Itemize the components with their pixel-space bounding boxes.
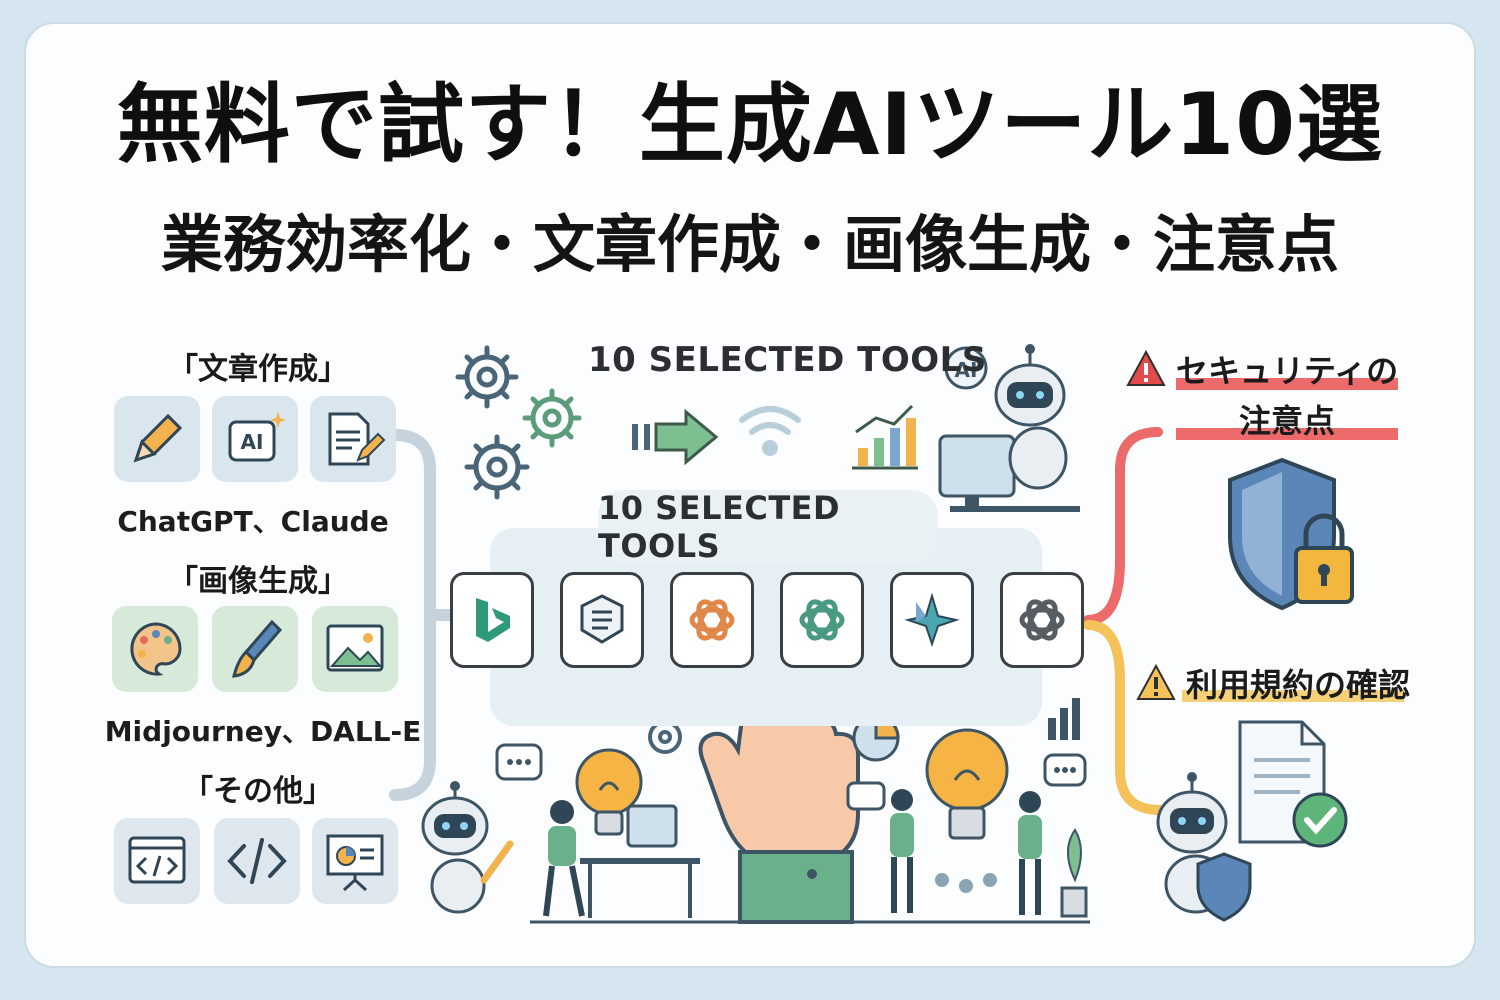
selected-tools-panel-label: 10 SELECTED TOOLS: [598, 489, 938, 565]
category-label-other: 「その他」: [183, 774, 333, 809]
svg-text:AI: AI: [241, 430, 264, 454]
page-subtitle: 業務効率化・文章作成・画像生成・注意点: [160, 208, 1339, 281]
selected-tools-top-label: 10 SELECTED TOOLS: [588, 340, 987, 380]
gemini-icon[interactable]: [890, 572, 974, 668]
code-icon: [214, 818, 300, 904]
security-warning-subtitle: 注意点: [1238, 402, 1335, 440]
presentation-icon: [312, 818, 398, 904]
image-icon: [312, 606, 398, 692]
notes-icon[interactable]: [560, 572, 644, 668]
bing-icon[interactable]: [450, 572, 534, 668]
security-highlight-band: [1176, 428, 1398, 440]
security-highlight-band: [1176, 378, 1398, 390]
palette-icon: [112, 606, 198, 692]
terms-warning-title: 利用規約の確認: [1186, 666, 1411, 704]
pencil-icon: [114, 396, 200, 482]
openai-green-icon[interactable]: [780, 572, 864, 668]
document-edit-icon: [310, 396, 396, 482]
brush-icon: [212, 606, 298, 692]
writing-tool-names: ChatGPT、Claude: [117, 505, 389, 538]
openai-grey-icon[interactable]: [1000, 572, 1084, 668]
warning-triangle-icon: [1126, 349, 1166, 386]
terms-warning: 利用規約の確認: [1136, 660, 1414, 706]
page-title: 無料で試す！生成AIツール10選: [116, 75, 1384, 175]
category-label-image: 「画像生成」: [168, 564, 348, 599]
terms-highlight-band: [1182, 690, 1404, 702]
openai-orange-icon[interactable]: [670, 572, 754, 668]
security-warning: セキュリティの: [1126, 346, 1402, 392]
category-label-writing: 「文章作成」: [168, 352, 348, 387]
security-warning-title: セキュリティの: [1176, 352, 1399, 390]
ai-badge-icon: AI: [212, 396, 298, 482]
code-window-icon: [114, 818, 200, 904]
warning-triangle-icon: [1136, 663, 1176, 700]
image-tool-names: Midjourney、DALL-E: [104, 715, 422, 748]
